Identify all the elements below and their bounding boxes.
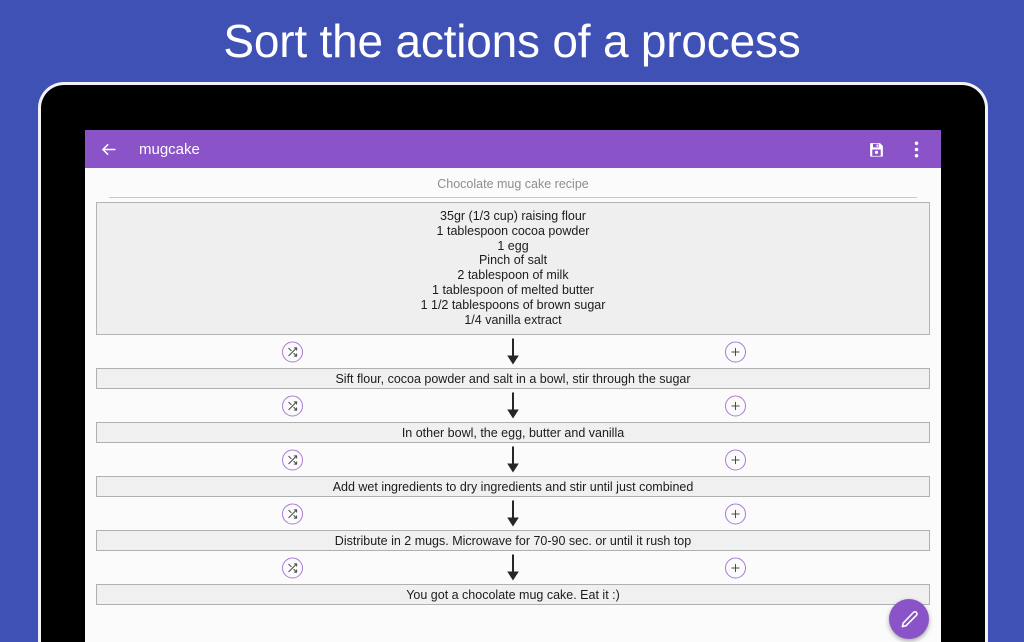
step-row[interactable]: Sift flour, cocoa powder and salt in a b… — [96, 368, 930, 390]
tablet-screen: mugcake — [85, 130, 941, 642]
ingredient-line: 1 tablespoon cocoa powder — [436, 223, 590, 238]
ingredient-line: 1 1/2 tablespoons of brown sugar — [420, 297, 606, 312]
plus-icon[interactable] — [725, 341, 746, 363]
plus-icon[interactable] — [725, 557, 746, 579]
shuffle-icon[interactable] — [282, 503, 303, 525]
shuffle-icon[interactable] — [282, 341, 303, 363]
ingredient-line: 1 egg — [497, 238, 529, 253]
edit-pencil-icon — [901, 610, 918, 627]
step-text: Sift flour, cocoa powder and salt in a b… — [335, 371, 691, 386]
shuffle-icon[interactable] — [282, 449, 303, 471]
step-row[interactable]: Distribute in 2 mugs. Microwave for 70-9… — [96, 530, 930, 552]
ingredient-line: 1/4 vanilla extract — [464, 312, 562, 327]
connector-row — [96, 551, 930, 584]
overflow-menu-icon[interactable] — [903, 136, 929, 162]
ingredient-line: Pinch of salt — [478, 253, 548, 268]
connector-row — [96, 443, 930, 476]
plus-icon[interactable] — [725, 395, 746, 417]
promo-headline: Sort the actions of a process — [223, 15, 801, 67]
plus-icon[interactable] — [725, 449, 746, 471]
step-text: Add wet ingredients to dry ingredients a… — [332, 479, 694, 494]
tablet-device-frame: mugcake — [38, 82, 988, 642]
promo-header: Sort the actions of a process — [0, 0, 1024, 82]
shuffle-icon[interactable] — [282, 557, 303, 579]
step-text: Distribute in 2 mugs. Microwave for 70-9… — [334, 533, 692, 548]
ingredient-line: 1 tablespoon of melted butter — [432, 282, 594, 297]
step-row[interactable]: You got a chocolate mug cake. Eat it :) — [96, 584, 930, 606]
app-content-area: Chocolate mug cake recipe 35gr (1/3 cup)… — [85, 168, 941, 642]
edit-fab-button[interactable] — [889, 599, 929, 639]
connector-row — [96, 335, 930, 368]
arrow-down-icon — [507, 554, 519, 581]
step-row[interactable]: In other bowl, the egg, butter and vanil… — [96, 422, 930, 444]
arrow-down-icon — [507, 446, 519, 473]
connector-row — [96, 389, 930, 422]
step-text: You got a chocolate mug cake. Eat it :) — [406, 587, 620, 602]
app-title: mugcake — [139, 140, 200, 158]
arrow-down-icon — [507, 392, 519, 419]
back-arrow-icon[interactable] — [95, 136, 121, 162]
recipe-title[interactable]: Chocolate mug cake recipe — [437, 177, 589, 191]
step-text: In other bowl, the egg, butter and vanil… — [401, 425, 625, 440]
title-divider — [109, 197, 917, 198]
save-floppy-icon[interactable] — [863, 136, 889, 162]
toolbar-actions — [863, 136, 929, 162]
connector-row — [96, 497, 930, 530]
plus-icon[interactable] — [725, 503, 746, 525]
step-row[interactable]: Add wet ingredients to dry ingredients a… — [96, 476, 930, 498]
shuffle-icon[interactable] — [282, 395, 303, 417]
arrow-down-icon — [507, 500, 519, 527]
ingredient-line: 35gr (1/3 cup) raising flour — [440, 209, 586, 223]
app-toolbar: mugcake — [85, 130, 941, 168]
ingredients-card[interactable]: 35gr (1/3 cup) raising flour 1 tablespoo… — [96, 202, 930, 336]
arrow-down-icon — [507, 338, 519, 365]
ingredient-line: 2 tablespoon of milk — [457, 268, 569, 283]
